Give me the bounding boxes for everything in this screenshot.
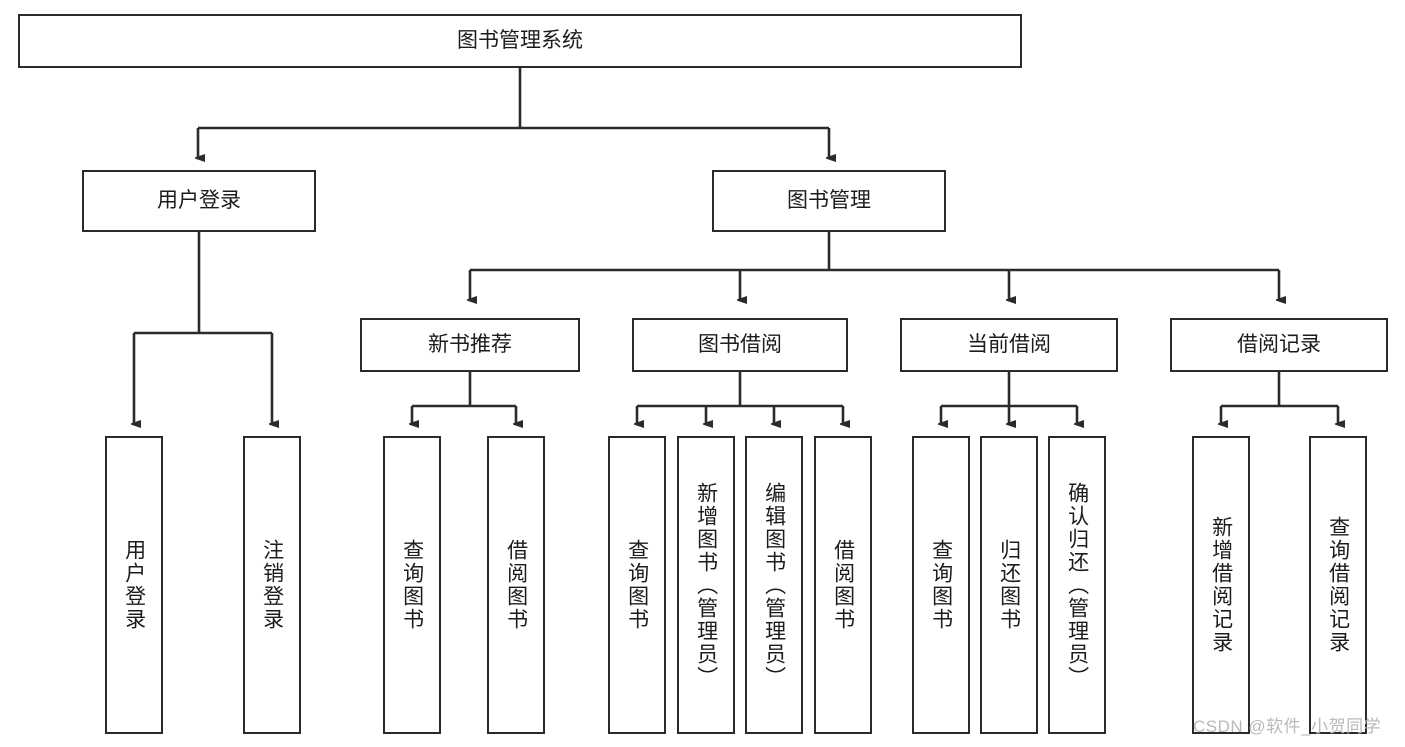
watermark: CSDN @软件_小贺同学 <box>1193 717 1382 736</box>
node-book-manage[interactable]: 图书管理 <box>712 170 946 232</box>
leaf-current-return-book[interactable]: 归还图书 <box>980 436 1038 734</box>
leaf-borrow-borrow-book[interactable]: 借阅图书 <box>814 436 872 734</box>
leaf-new-book-query-label: 查询图书 <box>400 539 424 631</box>
node-new-book-recommend[interactable]: 新书推荐 <box>360 318 580 372</box>
leaf-record-add-label: 新增借阅记录 <box>1209 516 1233 654</box>
leaf-borrow-add-book[interactable]: 新增图书（管理员） <box>677 436 735 734</box>
leaf-user-login-logout[interactable]: 注销登录 <box>243 436 301 734</box>
leaf-current-return-book-label: 归还图书 <box>997 539 1021 631</box>
node-borrow-record-label: 借阅记录 <box>1237 332 1321 356</box>
leaf-new-book-query[interactable]: 查询图书 <box>383 436 441 734</box>
node-current-borrow-label: 当前借阅 <box>967 332 1051 356</box>
leaf-record-add[interactable]: 新增借阅记录 <box>1192 436 1250 734</box>
leaf-user-login-login-label: 用户登录 <box>122 539 146 631</box>
leaf-borrow-edit-book-label: 编辑图书（管理员） <box>762 481 786 689</box>
leaf-current-confirm-return[interactable]: 确认归还（管理员） <box>1048 436 1106 734</box>
leaf-current-query-book[interactable]: 查询图书 <box>912 436 970 734</box>
leaf-record-query-label: 查询借阅记录 <box>1326 516 1350 654</box>
leaf-borrow-query-book-label: 查询图书 <box>625 539 649 631</box>
leaf-new-book-borrow-label: 借阅图书 <box>504 539 528 631</box>
leaf-borrow-edit-book[interactable]: 编辑图书（管理员） <box>745 436 803 734</box>
node-user-login-label: 用户登录 <box>157 188 241 212</box>
node-root[interactable]: 图书管理系统 <box>18 14 1022 68</box>
leaf-borrow-query-book[interactable]: 查询图书 <box>608 436 666 734</box>
node-book-borrow[interactable]: 图书借阅 <box>632 318 848 372</box>
leaf-record-query[interactable]: 查询借阅记录 <box>1309 436 1367 734</box>
node-book-borrow-label: 图书借阅 <box>698 332 782 356</box>
leaf-current-confirm-return-label: 确认归还（管理员） <box>1065 481 1089 689</box>
leaf-user-login-logout-label: 注销登录 <box>260 539 284 631</box>
leaf-new-book-borrow[interactable]: 借阅图书 <box>487 436 545 734</box>
node-current-borrow[interactable]: 当前借阅 <box>900 318 1118 372</box>
leaf-user-login-login[interactable]: 用户登录 <box>105 436 163 734</box>
leaf-borrow-borrow-book-label: 借阅图书 <box>831 539 855 631</box>
node-root-label: 图书管理系统 <box>457 28 583 52</box>
leaf-current-query-book-label: 查询图书 <box>929 539 953 631</box>
node-new-book-recommend-label: 新书推荐 <box>428 332 512 356</box>
leaf-borrow-add-book-label: 新增图书（管理员） <box>694 481 718 689</box>
node-book-manage-label: 图书管理 <box>787 188 871 212</box>
node-user-login[interactable]: 用户登录 <box>82 170 316 232</box>
node-borrow-record[interactable]: 借阅记录 <box>1170 318 1388 372</box>
